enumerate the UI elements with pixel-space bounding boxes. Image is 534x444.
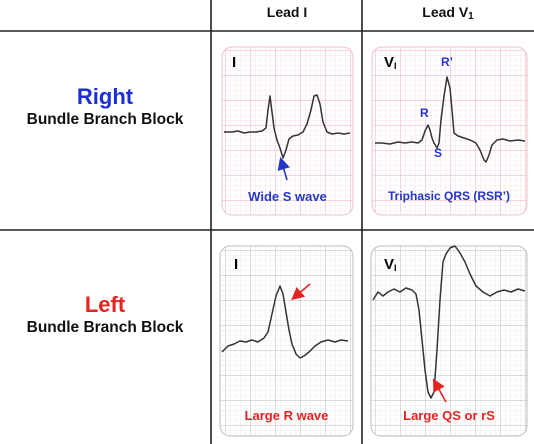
header-lead-v1: Lead V1 <box>362 4 534 22</box>
row-title-lbbb: Left Bundle Branch Block <box>0 292 210 338</box>
lbbb-v1-label-main: V <box>384 256 395 273</box>
header-lead-v1-sub: 1 <box>468 11 474 22</box>
rbbb-v1-label: VI <box>384 54 397 71</box>
s-label: S <box>434 146 443 160</box>
lbbb-v1-caption: Large QS or rS <box>403 408 495 423</box>
r-label: R <box>420 106 429 120</box>
lbbb-lead-i-label: I <box>234 256 239 273</box>
rbbb-subtitle: Bundle Branch Block <box>26 111 184 128</box>
rbbb-title: Right <box>76 84 134 109</box>
lbbb-title: Left <box>84 292 126 317</box>
lbbb-v1-trace <box>372 245 526 399</box>
rbbb-lead-i-strip <box>221 46 354 216</box>
rbbb-v1-caption: Triphasic QRS (RSR’) <box>387 189 511 203</box>
header-lead-i: Lead I <box>266 4 308 20</box>
rbbb-v1-label-sub: I <box>394 61 397 71</box>
rbbb-lead-i-trace <box>224 94 351 159</box>
rbbb-lead-i-caption: Wide S wave <box>248 189 327 204</box>
header-lead-v1-main: Lead V <box>422 4 469 20</box>
lbbb-v1-strip <box>370 245 528 437</box>
rbbb-v1-trace <box>375 76 526 163</box>
rbbb-lead-i-label: I <box>232 54 237 71</box>
lbbb-v1-label: VI <box>384 256 397 273</box>
lbbb-lead-i-caption: Large R wave <box>244 408 329 423</box>
rbbb-v1-label-main: V <box>384 54 395 71</box>
lbbb-subtitle: Bundle Branch Block <box>26 319 184 336</box>
r-prime-label: R’ <box>441 55 453 69</box>
row-title-rbbb: Right Bundle Branch Block <box>0 84 210 130</box>
lbbb-lead-i-trace <box>221 285 349 359</box>
rbbb-v1-strip <box>371 46 528 216</box>
lbbb-lead-i-strip <box>219 245 354 437</box>
lbbb-v1-label-sub: I <box>394 263 397 273</box>
